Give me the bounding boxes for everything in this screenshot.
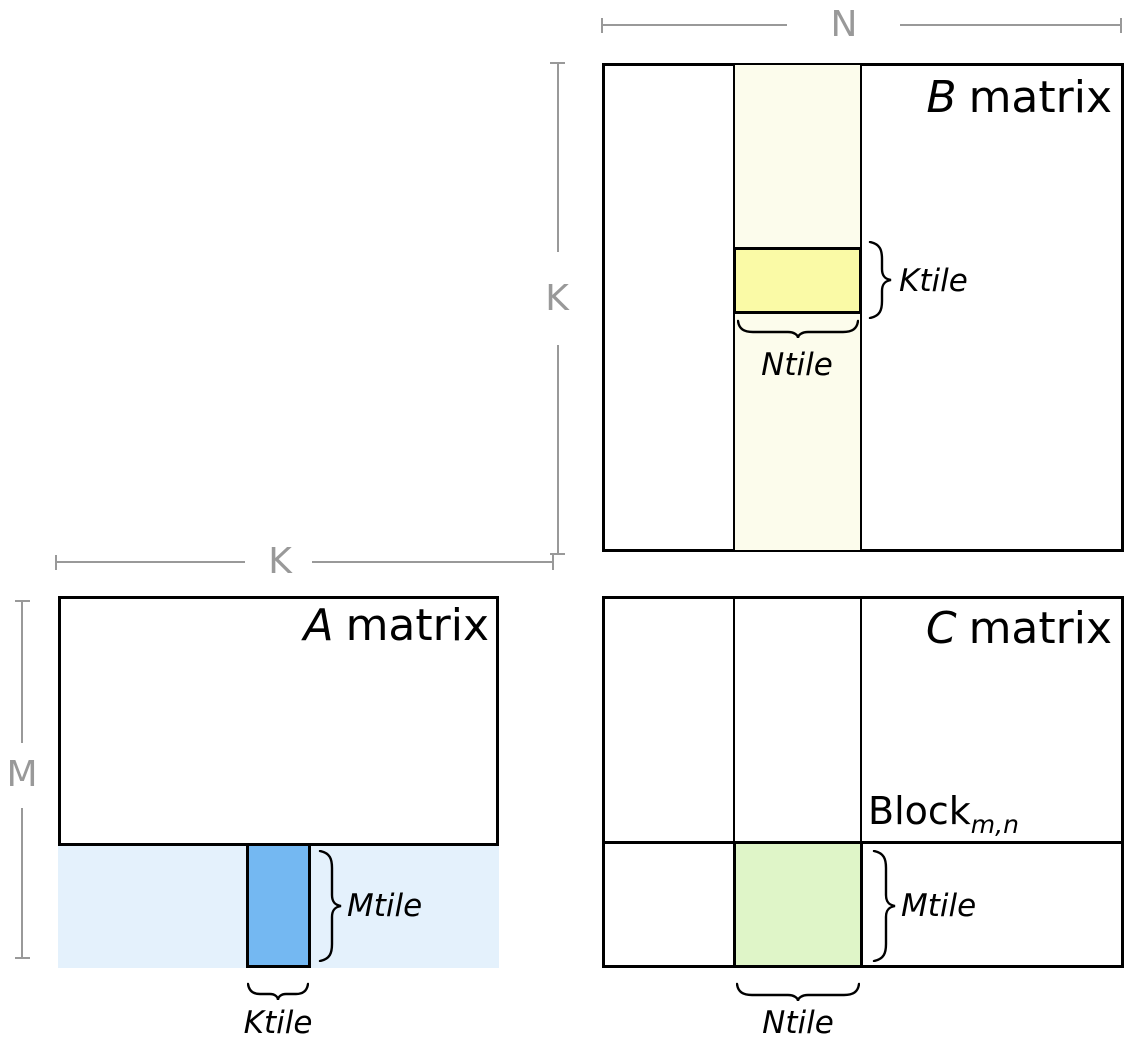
k-dimension-b-bottom-tick (550, 553, 565, 555)
m-dimension-line-bottom-segment (21, 808, 23, 958)
k-dimension-line-b-top-segment (557, 63, 559, 252)
c-ntile-column-right-line (860, 598, 862, 844)
c-block-label-text: Block (868, 789, 971, 833)
k-dimension-line-a-left-segment (56, 561, 245, 563)
a-matrix-title-letter: A (303, 600, 334, 651)
b-ntile-label: Ntile (761, 347, 833, 383)
n-dimension-line-right-segment (900, 24, 1122, 26)
c-matrix-title-word: matrix (968, 603, 1112, 654)
b-matrix-box (602, 63, 1124, 552)
k-dimension-line-a-right-segment (312, 561, 554, 563)
m-dimension-line-top-segment (21, 601, 23, 743)
n-dimension-left-tick (601, 18, 603, 33)
c-tile (733, 841, 863, 968)
m-dimension-top-tick (15, 600, 30, 602)
b-matrix-title-word: matrix (968, 72, 1112, 123)
a-ktile-brace-icon (247, 982, 309, 1001)
a-mtile-brace-icon (318, 850, 342, 962)
n-dimension-right-tick (1120, 18, 1122, 33)
b-ktile-label: Ktile (899, 263, 968, 299)
k-dimension-a-left-tick (55, 555, 57, 570)
a-tile (246, 843, 311, 968)
k-dimension-label-b: K (545, 278, 569, 319)
a-ktile-label: Ktile (243, 1005, 313, 1041)
b-matrix-title-letter: B (926, 72, 957, 123)
n-dimension-label: N (830, 4, 858, 45)
c-mtile-row-divider (602, 841, 1124, 844)
b-tile (733, 247, 862, 314)
m-dimension-bottom-tick (15, 957, 30, 959)
k-dimension-label-a: K (268, 541, 292, 582)
n-dimension-line-left-segment (602, 24, 787, 26)
b-ntile-brace-icon (737, 319, 859, 339)
k-dimension-a-right-tick (552, 555, 554, 570)
a-matrix-title-word: matrix (345, 600, 489, 651)
c-ntile-label: Ntile (762, 1005, 834, 1041)
m-dimension-label: M (6, 754, 38, 795)
c-matrix-title-letter: C (925, 603, 957, 654)
c-mtile-brace-icon (872, 850, 896, 962)
b-ktile-brace-icon (868, 241, 892, 319)
c-ntile-brace-icon (736, 982, 860, 1002)
k-dimension-b-top-tick (550, 62, 565, 64)
c-mtile-label: Mtile (901, 888, 977, 924)
c-block-label-subscript: m,n (970, 810, 1019, 839)
k-dimension-line-b-bottom-segment (557, 345, 559, 555)
c-ntile-column-left-line (733, 598, 735, 844)
c-matrix-box (602, 596, 1124, 968)
c-block-label: Blockm,n (868, 789, 1019, 837)
a-mtile-label: Mtile (347, 888, 423, 924)
